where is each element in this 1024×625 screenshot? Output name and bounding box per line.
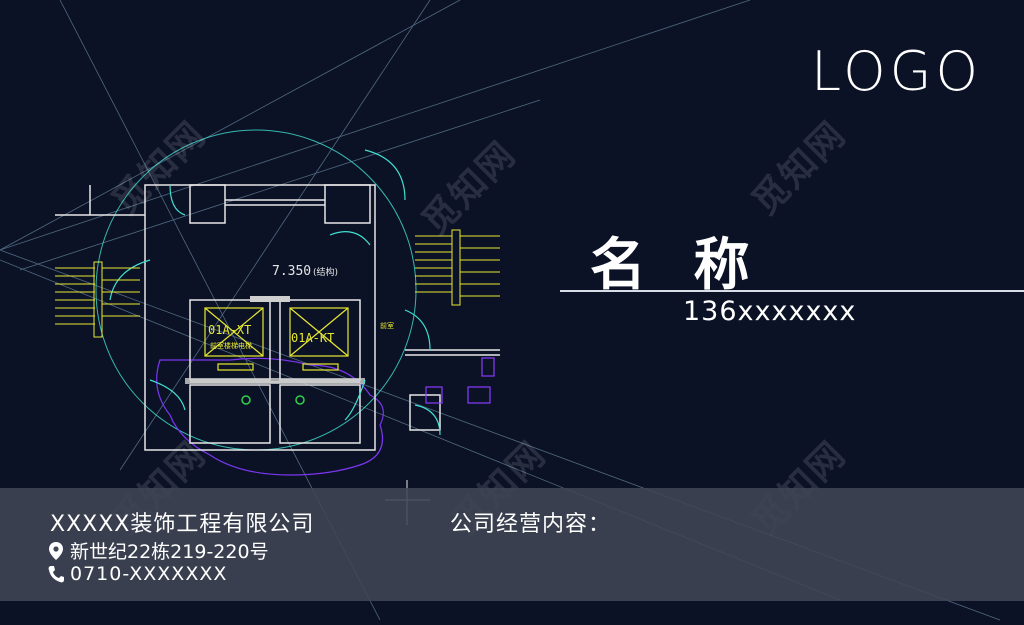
address-row: 新世纪22栋219-220号 [48,537,269,564]
address-text: 新世纪22栋219-220号 [70,541,269,563]
business-scope-label: 公司经营内容： [450,512,612,537]
divider-line [560,290,1024,292]
elevation-label: 7.350 [272,264,311,279]
telephone-row: 0710-XXXXXXX [48,563,227,585]
company-name: XXXXX装饰工程有限公司 [50,512,315,537]
elevation-note: (结构) [313,266,338,278]
location-pin-icon [48,541,64,560]
room-b-label: 01A-KT [291,331,334,345]
person-name: 名 称 [590,233,764,298]
info-band [0,488,1024,601]
phone-icon [48,565,64,583]
mobile-number: 136xxxxxxx [683,296,857,327]
logo-text: LOGO [810,40,982,103]
side-note-label: 前室 [380,321,394,330]
telephone-text: 0710-XXXXXXX [70,563,228,585]
room-a-note: 前室楼梯电梯 [210,341,252,350]
room-a-label: 01A-XT [208,323,251,337]
